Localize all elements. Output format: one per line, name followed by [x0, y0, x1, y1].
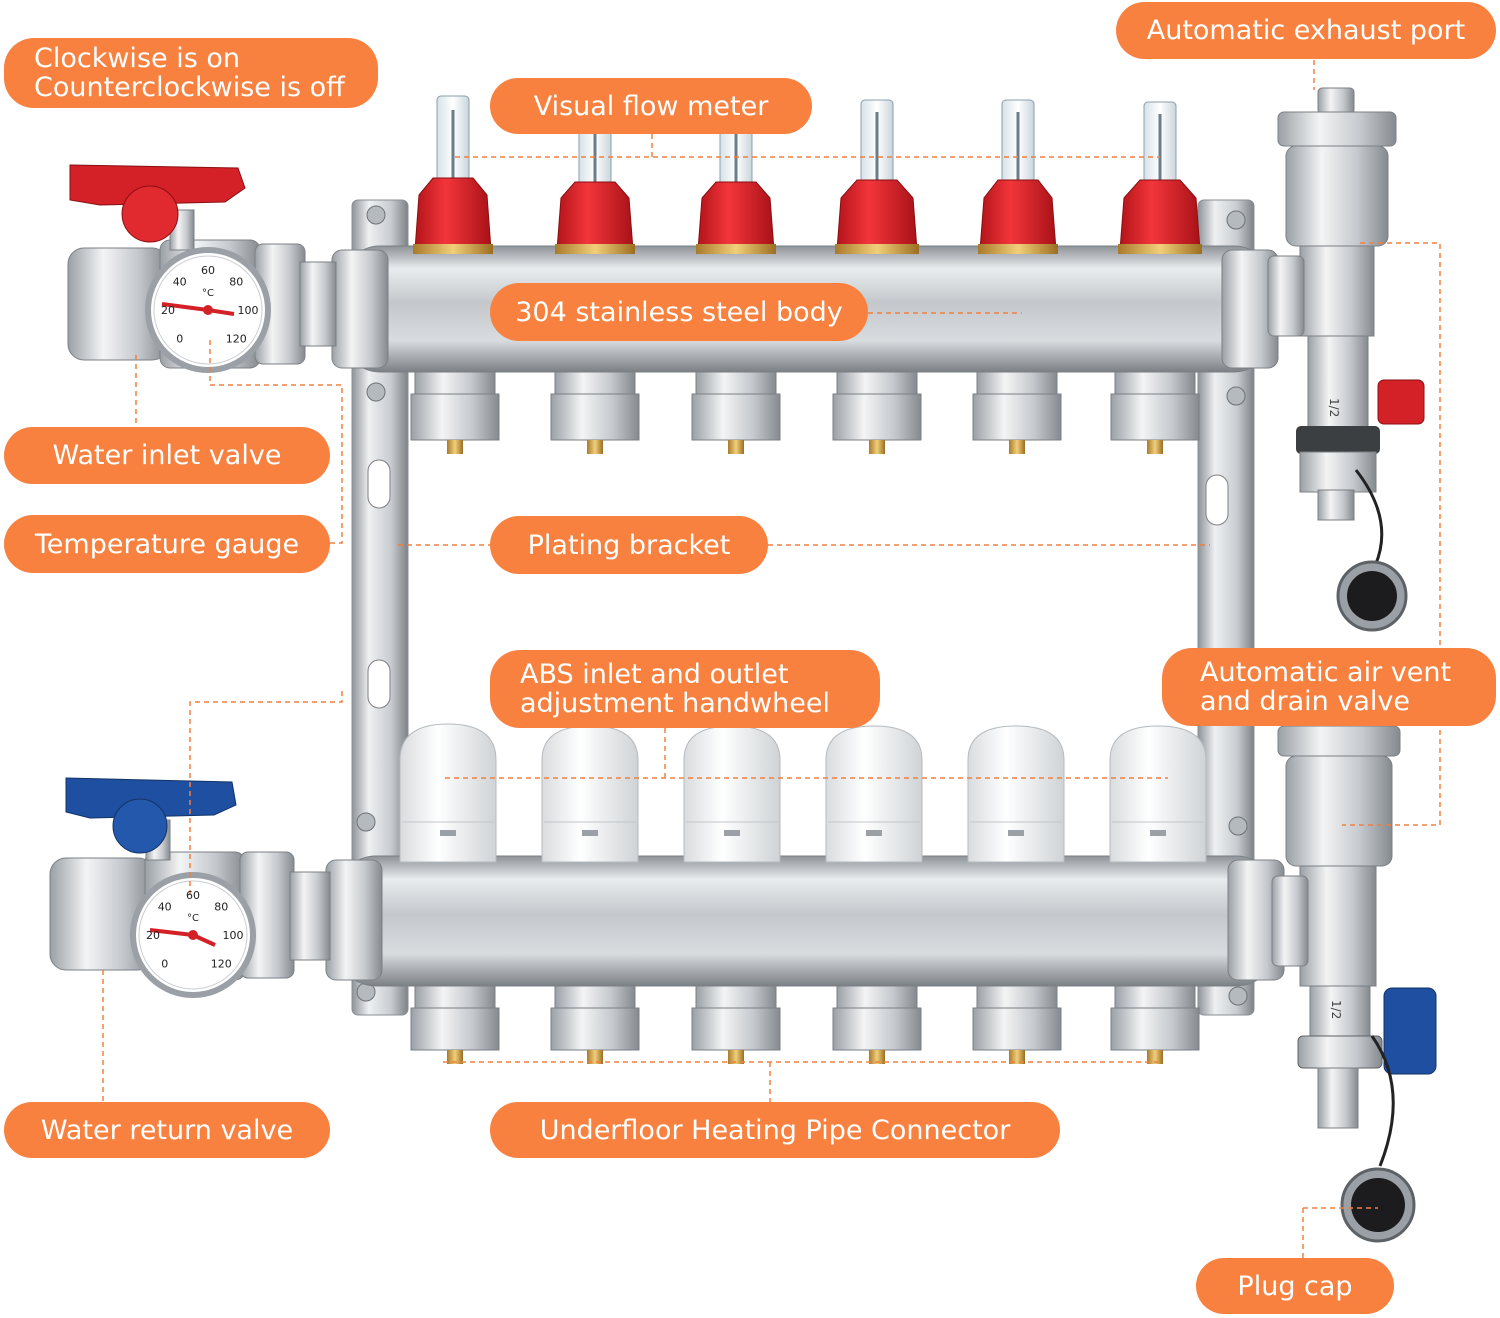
return-gauge-unit: °C [187, 913, 199, 924]
bottom-drain-size-mark: 1/2 [1329, 1000, 1343, 1019]
plating-bracket-left [351, 199, 409, 1016]
top-air-vent-drain [1267, 87, 1397, 521]
bottom-drain-blue-handle-icon [1383, 987, 1437, 1075]
top-plug-cap [1336, 469, 1408, 632]
callout-handwheel-line1: ABS inlet and outlet [520, 659, 789, 690]
return-gauge-tick-0: 0 [161, 957, 168, 970]
inlet-gauge-tick-80: 80 [229, 276, 243, 289]
callout-temp-gauge-text: Temperature gauge [34, 528, 300, 560]
top-pipe-connectors [410, 371, 1200, 454]
callout-return-valve-text: Water return valve [40, 1114, 294, 1146]
inlet-temperature-gauge [145, 247, 271, 373]
inlet-gauge-tick-20: 20 [161, 304, 175, 317]
callout-exhaust-port-text: Automatic exhaust port [1146, 15, 1466, 46]
return-gauge-tick-20: 20 [146, 929, 160, 942]
bottom-air-vent-drain [1271, 725, 1401, 1129]
callout-handle-rotation-line2: Counterclockwise is off [34, 72, 345, 103]
inlet-gauge-tick-60: 60 [201, 264, 215, 277]
inlet-red-handle-icon [69, 164, 246, 243]
callout-steel-body-text: 304 stainless steel body [515, 296, 843, 328]
callout-handle-rotation: Clockwise is on Counterclockwise is off [4, 38, 378, 108]
return-gauge-tick-120: 120 [211, 957, 232, 970]
inlet-gauge-tick-0: 0 [176, 332, 183, 345]
top-drain-size-mark: 1/2 [1327, 398, 1341, 417]
return-temperature-gauge [130, 872, 256, 998]
callout-plug-cap: Plug cap [1196, 1258, 1394, 1314]
callout-handwheel: ABS inlet and outlet adjustment handwhee… [490, 650, 880, 728]
return-gauge-tick-80: 80 [214, 901, 228, 914]
callout-exhaust-port: Automatic exhaust port [1116, 2, 1496, 59]
callout-air-vent-line2: and drain valve [1200, 686, 1410, 717]
top-drain-red-handle-icon [1377, 379, 1425, 425]
callout-steel-body: 304 stainless steel body [490, 283, 868, 341]
callout-pipe-connector: Underfloor Heating Pipe Connector [490, 1102, 1060, 1158]
return-gauge-tick-100: 100 [223, 929, 244, 942]
return-gauge-tick-40: 40 [158, 901, 172, 914]
callout-bracket-text: Plating bracket [527, 529, 731, 561]
callout-air-vent: Automatic air vent and drain valve [1162, 648, 1496, 726]
callout-flow-meter: Visual flow meter [490, 78, 812, 134]
callout-handle-rotation-line1: Clockwise is on [34, 43, 240, 74]
return-blue-handle-icon [65, 777, 237, 854]
bottom-manifold-body [325, 855, 1285, 987]
callout-flow-meter-text: Visual flow meter [533, 90, 769, 122]
callout-temp-gauge: Temperature gauge [4, 515, 330, 573]
bottom-pipe-connectors [410, 985, 1200, 1064]
inlet-gauge-tick-100: 100 [238, 304, 259, 317]
callout-inlet-valve-text: Water inlet valve [52, 440, 282, 471]
adjustment-handwheels [399, 723, 1207, 863]
inlet-gauge-tick-40: 40 [173, 276, 187, 289]
plating-bracket-right [1197, 199, 1255, 1016]
callout-air-vent-line1: Automatic air vent [1200, 657, 1452, 688]
callout-return-valve: Water return valve [4, 1102, 330, 1158]
callout-bracket: Plating bracket [490, 516, 768, 574]
leader-lines [102, 60, 1441, 1260]
callout-inlet-valve: Water inlet valve [4, 427, 330, 484]
bottom-plug-cap [1340, 1035, 1416, 1243]
return-gauge-tick-60: 60 [186, 889, 200, 902]
callout-plug-cap-text: Plug cap [1237, 1270, 1353, 1302]
inlet-gauge-unit: °C [202, 288, 214, 299]
callout-pipe-connector-text: Underfloor Heating Pipe Connector [539, 1114, 1011, 1146]
callout-handwheel-line2: adjustment handwheel [520, 688, 830, 719]
flow-meters [413, 95, 1202, 254]
inlet-gauge-tick-120: 120 [226, 332, 247, 345]
